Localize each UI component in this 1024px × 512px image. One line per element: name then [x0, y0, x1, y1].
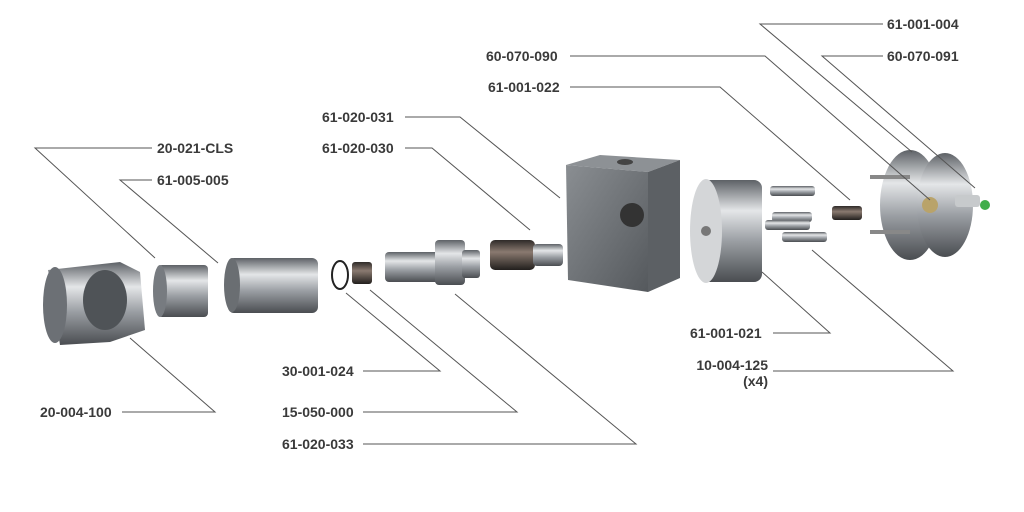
- part-label-10-004-125: 10-004-125 (x4): [690, 357, 768, 389]
- leader-30-001-024: [345, 292, 442, 372]
- part-label-60-070-091: 60-070-091: [887, 48, 959, 64]
- leader-15-050-000: [363, 289, 519, 413]
- valve-body-part: [385, 240, 480, 285]
- cap-screws-part: [765, 186, 827, 242]
- leader-20-004-100: [122, 337, 217, 413]
- part-label-61-001-004: 61-001-004: [887, 16, 959, 32]
- small-fitting-part: [832, 206, 862, 220]
- manifold-block-part: [566, 155, 680, 292]
- leader-60-070-090: [570, 55, 931, 201]
- leader-10-004-125: [773, 249, 955, 372]
- leader-60-070-091: [820, 55, 976, 189]
- part-label-61-001-022: 61-001-022: [488, 79, 560, 95]
- leader-61-020-033: [363, 293, 638, 445]
- tee-fitting-part: [43, 262, 145, 345]
- part-label-61-020-030: 61-020-030: [322, 140, 394, 156]
- threaded-nipple-part: [153, 265, 208, 317]
- o-ring-part: [331, 260, 349, 290]
- part-quantity: (x4): [743, 373, 768, 389]
- part-number: 10-004-125: [696, 357, 768, 373]
- part-label-15-050-000: 15-050-000: [282, 404, 354, 420]
- leader-61-001-022: [570, 86, 851, 201]
- part-label-61-020-031: 61-020-031: [322, 109, 394, 125]
- leader-61-020-030: [405, 147, 531, 231]
- small-nut-part: [352, 262, 372, 284]
- part-label-61-001-021: 61-001-021: [690, 325, 762, 341]
- part-label-61-005-005: 61-005-005: [157, 172, 229, 188]
- leader-61-005-005: [118, 179, 219, 264]
- cylinder-housing-part: [224, 258, 318, 313]
- leader-61-001-021: [761, 271, 832, 334]
- valve-cartridge-part: [490, 240, 563, 270]
- end-disc-part: [690, 179, 762, 283]
- flange-assembly-part: [870, 150, 990, 260]
- leader-61-001-004: [758, 23, 913, 153]
- part-label-20-021-CLS: 20-021-CLS: [157, 140, 234, 156]
- part-label-61-020-033: 61-020-033: [282, 436, 354, 452]
- leader-20-021-CLS: [33, 147, 156, 259]
- part-label-60-070-090: 60-070-090: [486, 48, 558, 64]
- part-label-30-001-024: 30-001-024: [282, 363, 354, 379]
- leader-61-020-031: [405, 116, 561, 199]
- part-label-20-004-100: 20-004-100: [40, 404, 112, 420]
